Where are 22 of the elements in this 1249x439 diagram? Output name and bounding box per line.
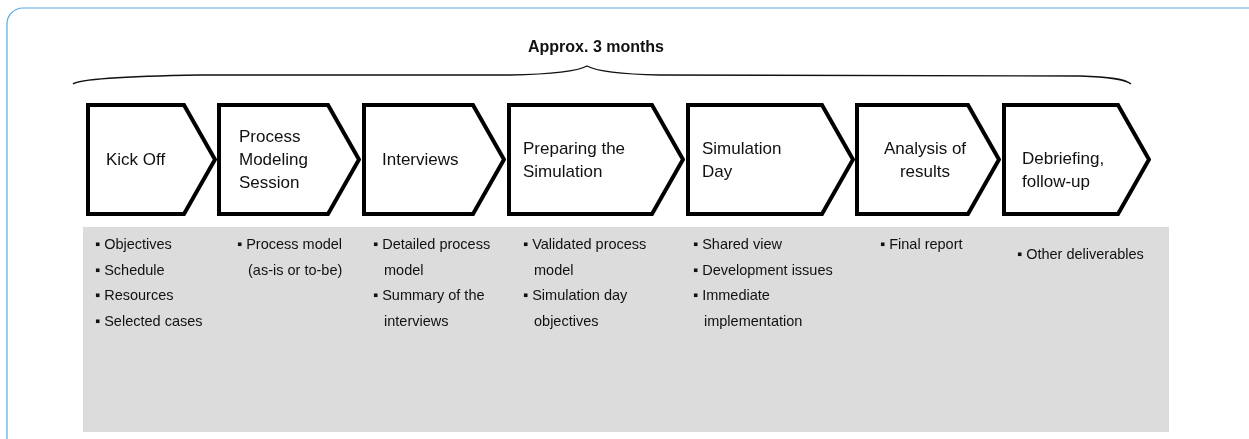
bullet-item: ▪ Process model (as-is or to-be) <box>237 235 344 280</box>
bullet-item: ▪ Validated process model <box>523 235 648 280</box>
bullet-item: ▪ Immediate implementation <box>693 286 804 331</box>
step-title: Process Modeling Session <box>239 126 309 194</box>
bullet-item: ▪ Selected cases <box>95 311 204 331</box>
bullet-item: ▪ Resources <box>95 286 175 305</box>
bullet-item: ▪ Shared view <box>693 235 783 254</box>
step-title: Analysis of results <box>882 137 968 183</box>
bullet-item: ▪ Simulation day objectives <box>523 286 629 331</box>
bullet-item: ▪ Schedule <box>95 260 166 280</box>
step-title: Kick Off <box>106 149 166 171</box>
step-title: Debriefing, follow-up <box>1022 147 1106 193</box>
step-title: Interviews <box>382 149 459 171</box>
step-title: Simulation Day <box>702 137 783 183</box>
bullet-item: ▪ Final report <box>880 235 964 254</box>
bullet-item: ▪ Detailed process model <box>373 235 492 280</box>
bullet-item: ▪ Other deliverables <box>1017 245 1145 264</box>
bullet-item: ▪ Summary of the interviews <box>373 286 486 331</box>
bullet-item: ▪ Development issues <box>693 260 834 280</box>
bullet-item: ▪ Objectives <box>95 235 173 254</box>
step-title: Preparing the Simulation <box>523 137 627 183</box>
duration-label: Approx. 3 months <box>528 38 664 56</box>
